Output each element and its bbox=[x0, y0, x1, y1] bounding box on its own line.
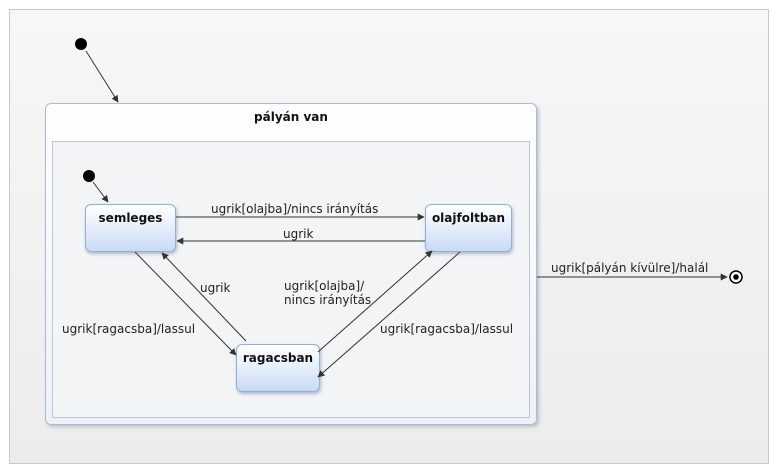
label-olajfoltban-to-semleges: ugrik bbox=[283, 227, 313, 241]
transition-olajfoltban-to-ragacsban bbox=[317, 251, 461, 378]
label-semleges-to-olajfoltban: ugrik[olajba]/nincs irányítás bbox=[211, 202, 378, 216]
initial-state-inner bbox=[83, 170, 95, 182]
initial-state-outer bbox=[75, 38, 87, 50]
label-ragacsban-to-olajfoltban-1: ugrik[olajba]/ bbox=[284, 279, 365, 293]
label-ragacsban-to-semleges: ugrik bbox=[200, 281, 230, 295]
label-olajfoltban-to-ragacsban: ugrik[ragacsba]/lassul bbox=[380, 322, 513, 336]
composite-state-title: pályán van bbox=[254, 110, 328, 124]
transition-ragacsban-to-olajfoltban bbox=[317, 250, 433, 353]
transition-semleges-to-ragacsban bbox=[134, 251, 237, 356]
transition-initial-to-semleges bbox=[92, 181, 109, 203]
state-olajfoltban-label: olajfoltban bbox=[431, 211, 506, 225]
final-state-inner bbox=[733, 274, 739, 280]
transition-initial-to-composite bbox=[85, 50, 119, 103]
state-ragacsban: ragacsban bbox=[236, 344, 320, 392]
state-ragacsban-label: ragacsban bbox=[242, 351, 314, 365]
state-semleges-label: semleges bbox=[98, 211, 163, 225]
state-semleges: semleges bbox=[85, 204, 176, 252]
label-ragacsban-to-olajfoltban-2: nincs irányítás bbox=[284, 293, 371, 307]
label-exit-transition: ugrik[pályán kívülre]/halál bbox=[551, 261, 708, 275]
state-olajfoltban: olajfoltban bbox=[425, 204, 512, 252]
label-semleges-to-ragacsban: ugrik[ragacsba]/lassul bbox=[62, 322, 195, 336]
transition-ragacsban-to-semleges bbox=[161, 252, 247, 342]
